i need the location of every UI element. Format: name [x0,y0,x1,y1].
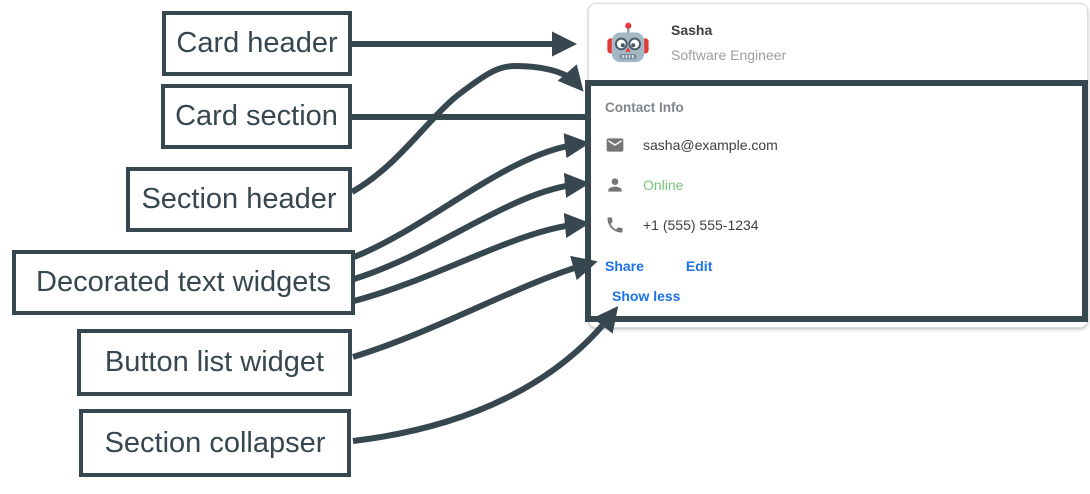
person-icon [608,178,622,192]
robot-avatar-icon [607,22,649,62]
label-card-header: Card header [162,11,352,76]
section-header: Contact Info [605,100,684,115]
phone-icon [607,217,623,233]
button-list: Share Edit [605,258,1082,274]
section-collapser-button[interactable]: Show less [612,288,681,304]
card-header: Sasha Software Engineer [589,4,1087,81]
decorated-text-email: sasha@example.com [605,135,1082,155]
decorated-text-phone: +1 (555) 555-1234 [605,215,1082,235]
arrow-section-header [350,62,584,195]
edit-button[interactable]: Edit [685,258,713,274]
decorated-text-status: Online [605,175,1082,195]
arrow-button-list [352,255,598,360]
card-section: Contact Info sasha@example.com Online +1… [585,80,1088,322]
person-role: Software Engineer [671,47,787,63]
arrow-decorated-status [353,172,591,282]
label-button-list-widget: Button list widget [77,329,352,396]
arrow-decorated-phone [353,212,591,304]
card-header-text: Sasha Software Engineer [671,22,786,63]
status-text: Online [643,177,684,193]
label-section-collapser: Section collapser [79,409,351,477]
person-name: Sasha [671,22,713,38]
phone-text: +1 (555) 555-1234 [643,217,759,233]
label-section-header: Section header [126,167,352,232]
share-button[interactable]: Share [605,258,644,274]
arrow-section-collapser [352,306,619,444]
mail-icon [606,138,624,152]
label-card-section: Card section [161,84,352,149]
email-text: sasha@example.com [643,137,778,153]
arrow-decorated-email [352,133,591,260]
label-decorated-text-widgets: Decorated text widgets [12,250,355,315]
